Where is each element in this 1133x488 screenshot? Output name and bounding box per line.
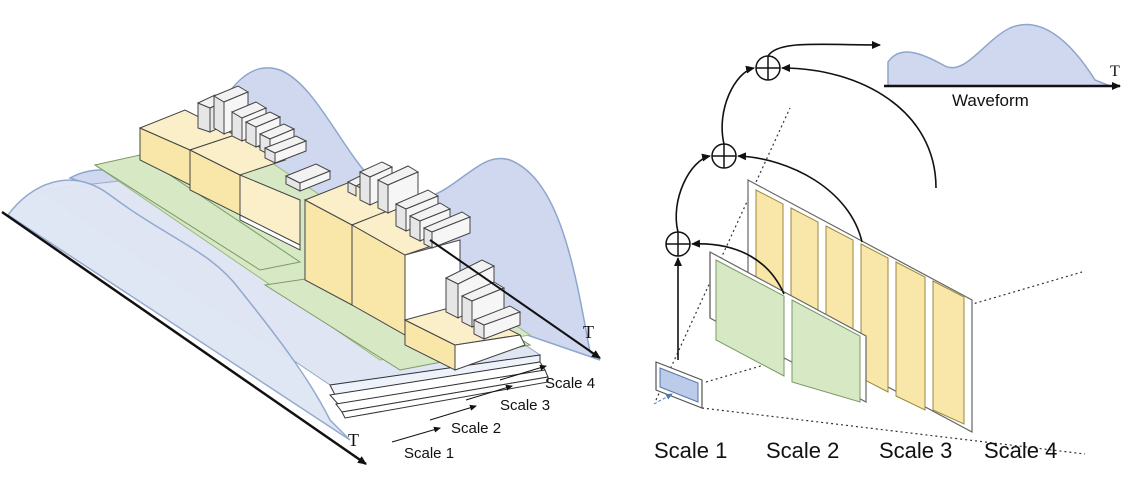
gray-bars-group-2 (284, 161, 472, 249)
left-scale-2-label: Scale 2 (451, 420, 501, 437)
green-plateau (93, 154, 302, 271)
front-time-axis (1, 210, 367, 466)
gray-bars-group-3 (444, 259, 522, 340)
front-waveform (6, 179, 351, 441)
sum-node-2 (711, 143, 737, 169)
arrow-sum3-to-output (767, 40, 881, 57)
sum-node-3 (755, 55, 781, 81)
left-scale-1-label: Scale 1 (404, 445, 454, 462)
scale-1-arrow (391, 426, 441, 443)
waveform-label: Waveform (952, 91, 1029, 110)
scale-3-arrow (465, 384, 513, 401)
arrow-sum1-to-sum2 (675, 153, 711, 233)
back-time-axis-label: T (583, 322, 594, 342)
scale-4-arrow (499, 364, 547, 381)
right-panel: T Waveform (653, 23, 1121, 463)
base-slab-front-4 (341, 376, 549, 419)
perspective-line-3 (655, 107, 791, 401)
output-waveform (887, 23, 1111, 87)
yellow-block-2 (188, 134, 301, 251)
left-scale-3-label: Scale 3 (500, 397, 550, 414)
green-feature-panel (709, 250, 867, 404)
yellow-block-3 (303, 181, 397, 306)
arrow-sum2-to-sum3 (721, 65, 755, 145)
arrow-green-to-sum1 (691, 239, 785, 295)
arrow-scale4-to-sum3 (781, 64, 937, 189)
right-scale-2-label: Scale 2 (766, 438, 839, 463)
left-scale-4-label: Scale 4 (545, 375, 595, 392)
right-scale-1-label: Scale 1 (654, 438, 727, 463)
left-panel: T T Scale 1 Scale 2 Scale 3 Scale 4 (1, 67, 601, 466)
arrow-yellow-to-sum2 (737, 152, 863, 243)
perspective-line-2 (701, 407, 1086, 455)
scale-2-arrow (429, 404, 477, 421)
back-time-axis (429, 239, 601, 359)
scale-1-input-box (653, 361, 703, 409)
right-scale-4-label: Scale 4 (984, 438, 1057, 463)
output-time-axis-label: T (1110, 63, 1120, 80)
gray-bars-group-1 (196, 85, 308, 164)
front-time-axis-label: T (348, 430, 359, 450)
right-scale-3-label: Scale 3 (879, 438, 952, 463)
flow-arrows (674, 40, 937, 360)
sum-node-1 (665, 231, 691, 257)
